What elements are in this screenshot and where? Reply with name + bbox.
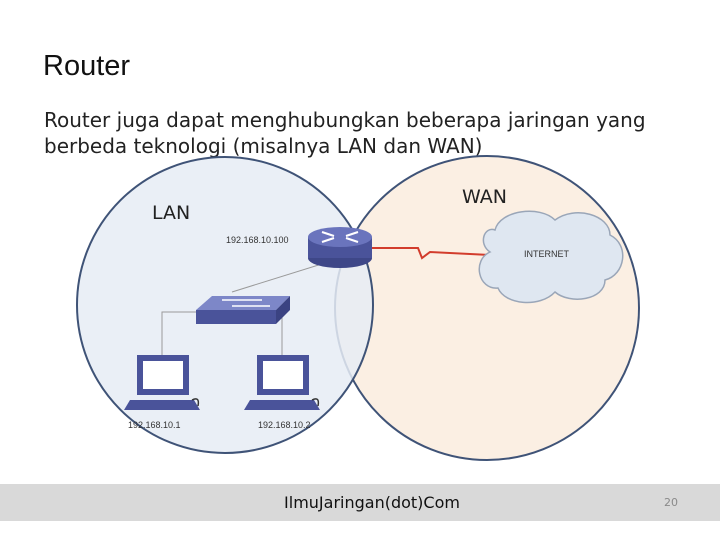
pc1-icon	[124, 355, 200, 410]
wan-label: WAN	[462, 186, 507, 208]
footer-bar: IlmuJaringan(dot)Com 20	[0, 484, 720, 521]
slide-body-text: Router juga dapat menghubungkan beberapa…	[44, 108, 646, 158]
pc2-ip-label: 192.168.10.2	[258, 420, 311, 430]
internet-cloud-label: INTERNET	[524, 249, 569, 259]
wan-link	[366, 247, 491, 260]
router-icon	[308, 227, 372, 268]
slide-title: Router	[43, 50, 131, 82]
lan-label: LAN	[152, 202, 191, 224]
footer-site-text: IlmuJaringan(dot)Com	[284, 493, 460, 512]
internet-cloud-icon	[478, 210, 624, 304]
router-ip-label: 192.168.10.100	[226, 235, 289, 245]
pc2-icon	[244, 355, 320, 410]
pc1-ip-label: 192.168.10.1	[128, 420, 181, 430]
switch-icon	[196, 296, 290, 324]
page-number: 20	[664, 496, 678, 509]
